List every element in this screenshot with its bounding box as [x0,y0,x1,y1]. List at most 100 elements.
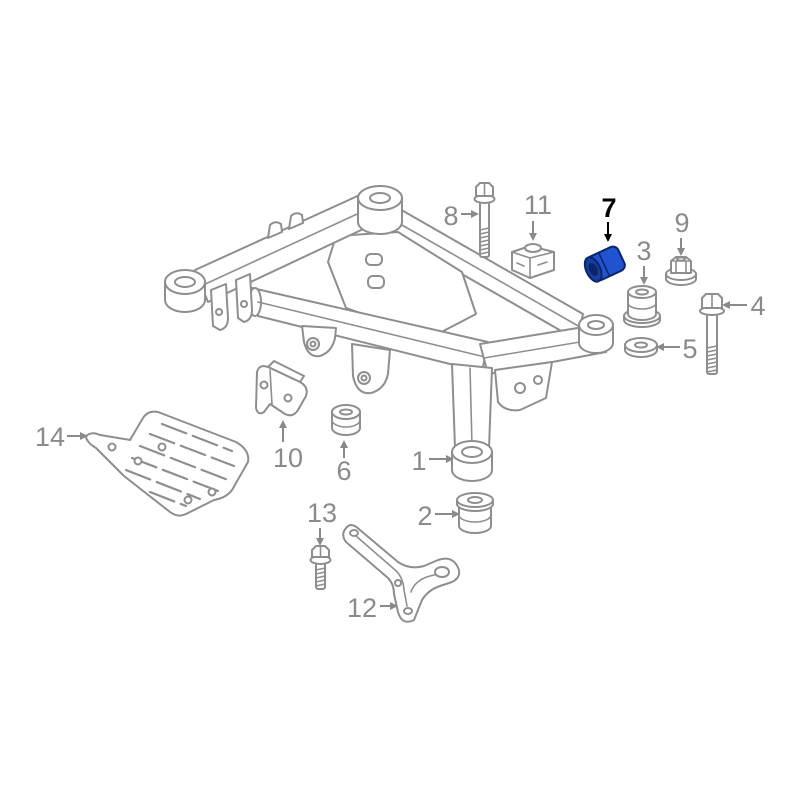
part-2-bushing[interactable] [456,492,494,534]
screw-hole [133,456,143,466]
callout-label-9[interactable]: 9 [674,208,689,238]
callout-11[interactable]: 11 [524,190,552,241]
callout-arrowhead-6 [340,440,348,448]
screw-hole [157,442,167,452]
callout-4[interactable]: 4 [722,291,766,321]
heat-shield-outline [85,410,250,517]
subframe-mount-top [357,185,403,235]
callout-label-1[interactable]: 1 [411,446,426,476]
subframe-hole [533,375,543,385]
subframe-tab [288,212,304,230]
nut-bore [676,256,686,262]
subframe-mount-left [164,269,206,313]
bolt-shaft [706,311,718,375]
callout-arrowhead-7 [604,234,612,242]
callout-arrowhead-5 [656,343,664,351]
subframe-edge [394,220,581,328]
mount-hole [461,446,483,458]
callout-label-8[interactable]: 8 [443,201,458,231]
callout-arrowhead-2 [452,510,460,518]
subframe-hole [215,308,223,316]
bracket-plate [255,365,308,417]
part-13-bolt[interactable] [309,545,332,590]
callout-arrowhead-10 [279,420,287,428]
callout-12[interactable]: 12 [347,593,398,623]
screw-hole [207,487,217,497]
callout-label-4[interactable]: 4 [750,291,765,321]
callout-arrowhead-1 [446,455,454,463]
callout-1[interactable]: 1 [411,446,454,476]
subframe-hole [514,382,526,394]
part-12-brace-plate[interactable] [342,524,461,623]
callout-label-2[interactable]: 2 [417,501,432,531]
bushing-body [627,291,657,321]
callout-6[interactable]: 6 [336,440,352,486]
bracket-hole [283,393,293,403]
plate-rib [355,535,447,607]
mount-hole [587,320,605,330]
callout-label-14[interactable]: 14 [35,422,65,452]
heat-shield-screw-holes [107,442,217,505]
subframe-arm-bracket [351,343,391,395]
callout-label-11[interactable]: 11 [524,190,552,220]
callout-5[interactable]: 5 [656,334,698,364]
subframe-ear-plate [210,283,229,331]
callout-7[interactable]: 7 [601,193,617,242]
bushing-bore [339,408,353,416]
callout-8[interactable]: 8 [443,201,479,231]
callout-arrowhead-14 [80,432,88,440]
callout-arrowhead-4 [722,301,730,309]
callout-label-7[interactable]: 7 [601,193,616,223]
callout-label-5[interactable]: 5 [682,334,697,364]
part-8-bolt[interactable] [473,182,496,258]
subframe-web-panel [327,231,477,339]
subframe-mount-right [578,314,614,354]
part-10-bracket[interactable] [255,360,308,417]
callout-label-6[interactable]: 6 [336,456,351,486]
callout-14[interactable]: 14 [35,422,88,452]
part-9-nut[interactable] [665,256,697,286]
part-14-heat-shield[interactable] [85,410,250,517]
screw-hole [183,495,193,505]
subframe-edge [200,208,369,287]
subframe-edge [257,301,486,358]
callout-3[interactable]: 3 [636,236,652,285]
part-7-bushing[interactable] [581,245,626,285]
plate-hole [349,529,359,537]
callout-9[interactable]: 9 [674,208,690,256]
part-3-bushing[interactable] [623,285,661,328]
plate-hole [394,579,402,587]
subframe-slot [365,253,383,266]
callout-10[interactable]: 10 [273,420,303,473]
callout-arrowhead-8 [471,210,479,218]
callout-arrowhead-12 [390,602,398,610]
callout-label-12[interactable]: 12 [347,593,377,623]
plate-hole [434,566,450,578]
bracket-hole [259,380,269,390]
plate-hole [403,607,413,615]
subframe-bracket-hole [360,374,368,382]
bushing-bore [467,496,483,504]
buffer-edges [511,251,555,279]
callout-arrowhead-9 [677,248,685,256]
part-5-washer[interactable] [624,337,658,358]
callout-2[interactable]: 2 [417,501,460,531]
bushing-sleeve-line [598,252,610,277]
mount-hole [174,276,196,288]
callout-label-13[interactable]: 13 [307,498,337,528]
callout-arrowhead-11 [529,233,537,241]
callout-label-10[interactable]: 10 [273,443,303,473]
part-6-bushing[interactable] [331,404,361,436]
callout-label-3[interactable]: 3 [636,236,651,266]
bolt-thread [706,345,718,373]
part-1-subframe[interactable] [164,185,614,482]
bolt-thread [479,227,490,255]
subframe-bracket-hole [309,340,317,348]
part-11-buffer[interactable] [511,243,555,279]
subframe-edge [469,367,473,447]
heat-shield-ribs [124,422,236,508]
part-4-bolt[interactable] [699,293,725,375]
bushing-groove [627,302,657,310]
callout-13[interactable]: 13 [307,498,337,546]
